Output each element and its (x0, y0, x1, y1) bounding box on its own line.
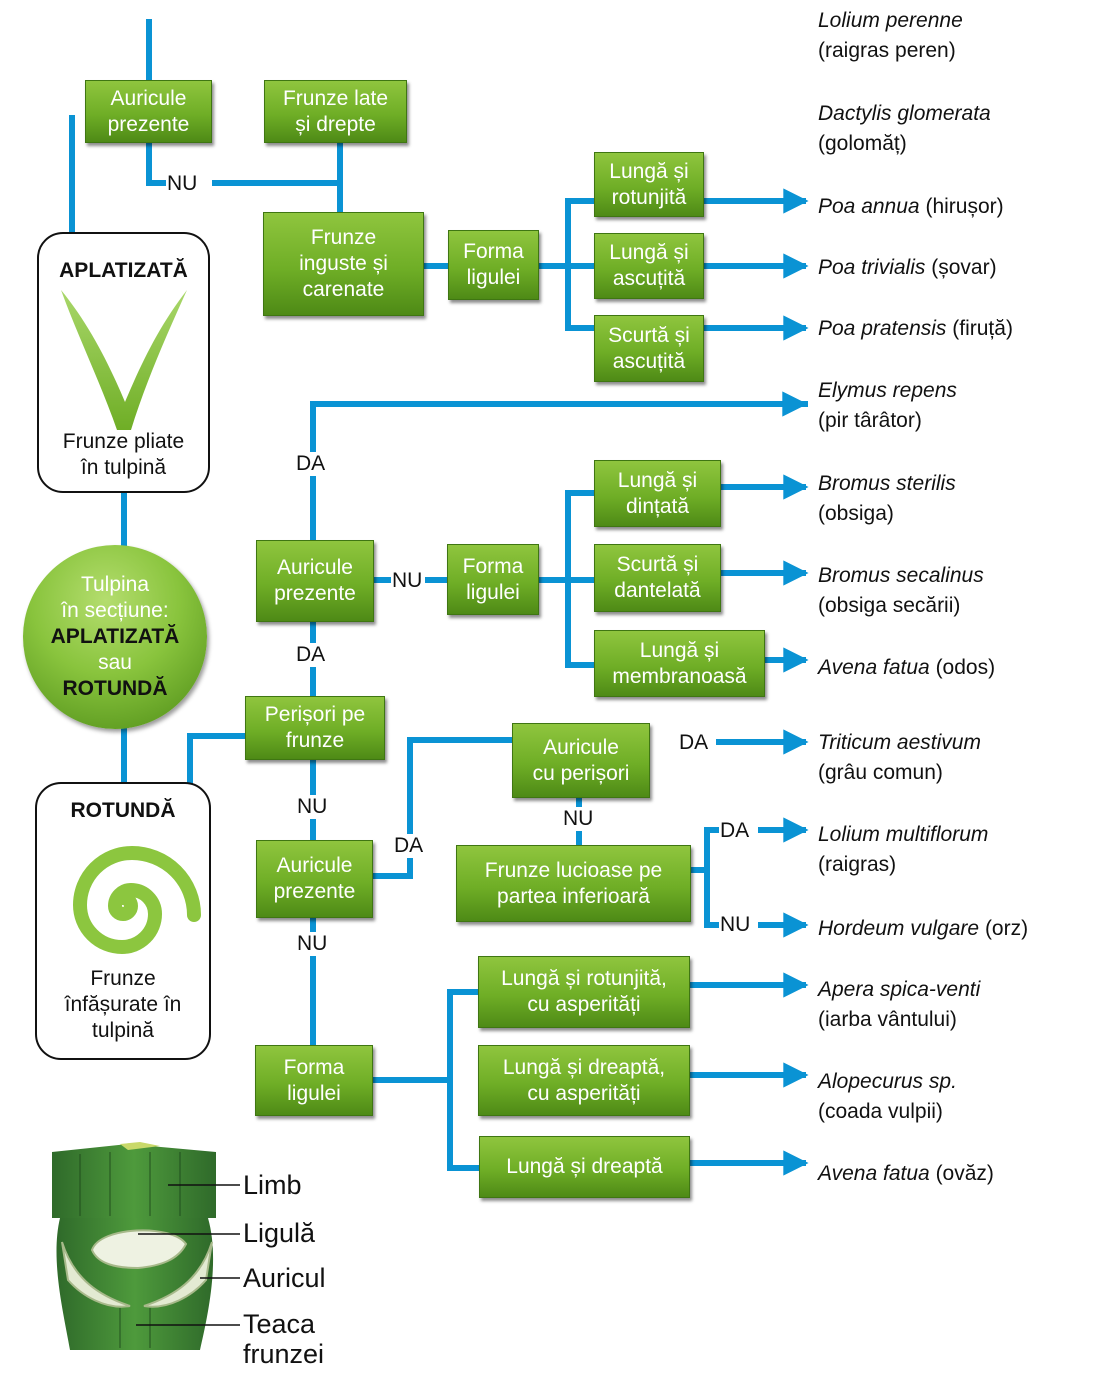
species-dactylis-glomerata: Dactylis glomerata (golomăț) (818, 99, 991, 159)
stem-line-1: Tulpina (80, 573, 150, 596)
species-poa-annua: Poa annua (hirușor) (818, 192, 1004, 222)
auricul-label: Auricul (243, 1263, 326, 1293)
species-common-name: (orz) (984, 917, 1029, 940)
teaca-frunzei-label: Teaca frunzei (243, 1309, 325, 1369)
folded-leaf-icon (61, 290, 187, 430)
nu-label: NU (391, 569, 424, 593)
da-label: DA (295, 643, 327, 667)
nu-label: NU (296, 795, 329, 819)
species-triticum-aestivum: Triticum aestivum (grâu comun) (818, 728, 981, 788)
flat-stem-caption: Frunze pliate în tulpină (62, 430, 185, 479)
forma-ligulei-box-3: Forma ligulei (255, 1045, 373, 1116)
species-latin-name: Poa trivialis (818, 256, 926, 279)
forma-ligulei-box-2: Forma ligulei (447, 544, 539, 615)
da-label: DA (295, 452, 327, 476)
species-latin-name: Bromus sterilis (818, 472, 956, 495)
species-common-name: (pir târâtor) (818, 409, 922, 432)
species-avena-fatua-ovaz: Avena fatua (ovăz) (818, 1159, 994, 1189)
species-latin-name: Lolium multiflorum (818, 823, 989, 846)
species-common-name: (raigras) (818, 853, 897, 876)
species-common-name: (odos) (935, 656, 996, 679)
frunze-inguste-box: Frunze inguste și carenate (263, 212, 424, 316)
species-common-name: (coada vulpii) (818, 1100, 943, 1123)
species-latin-name: Alopecurus sp. (818, 1070, 957, 1093)
species-lolium-perenne: Lolium perenne (raigras peren) (818, 6, 963, 66)
species-common-name: (obsiga secării) (818, 594, 961, 617)
scurta-dantelata-box: Scurtă și dantelată (594, 544, 721, 612)
species-latin-name: Bromus secalinus (818, 564, 984, 587)
auricule-prezente-box-mid: Auricule prezente (256, 540, 374, 622)
lunga-rotunjita-asperitati-box: Lungă și rotunjită, cu asperități (478, 956, 690, 1028)
species-latin-name: Poa pratensis (818, 317, 947, 340)
species-common-name: (grâu comun) (818, 761, 943, 784)
species-latin-name: Poa annua (818, 195, 920, 218)
nu-label: NU (719, 913, 752, 937)
lunga-dreapta-box: Lungă și dreaptă (479, 1136, 690, 1198)
rolled-leaf-icon (72, 845, 201, 955)
flat-stem-title: APLATIZATĂ (59, 259, 188, 282)
stem-flat-option: APLATIZATĂ (50, 625, 180, 648)
limb-label: Limb (243, 1170, 302, 1200)
species-lolium-multiflorum: Lolium multiflorum (raigras) (818, 820, 988, 880)
round-stem-panel: ROTUNDĂ Frunze înfășurate în tulpină (35, 782, 211, 1060)
lunga-dintata-box: Lungă și dințată (594, 460, 721, 527)
species-common-name: (hirușor) (925, 195, 1004, 218)
species-avena-fatua-odos: Avena fatua (odos) (818, 653, 995, 683)
frunze-lucioase-box: Frunze lucioase pe partea inferioară (456, 845, 691, 922)
species-common-name: (raigras peren) (818, 39, 956, 62)
nu-label: NU (296, 932, 329, 956)
auricule-prezente-box-low: Auricule prezente (256, 840, 373, 918)
species-latin-name: Avena fatua (818, 1162, 930, 1185)
lunga-dreapta-asperitati-box: Lungă și dreaptă, cu asperități (478, 1045, 690, 1116)
species-poa-trivialis: Poa trivialis (șovar) (818, 253, 997, 283)
species-common-name: (ovăz) (935, 1162, 994, 1185)
auricule-cu-perisori-box: Auricule cu perișori (512, 723, 650, 798)
da-label: DA (719, 819, 751, 843)
species-common-name: (firuță) (952, 317, 1013, 340)
species-hordeum-vulgare: Hordeum vulgare (orz) (818, 914, 1028, 944)
frunze-late-box: Frunze late și drepte (264, 80, 407, 143)
nu-label: NU (166, 172, 199, 196)
perisori-pe-frunze-box: Perișori pe frunze (245, 696, 385, 760)
species-latin-name: Dactylis glomerata (818, 102, 991, 125)
species-common-name: (iarba vântului) (818, 1008, 957, 1031)
da-label: DA (678, 731, 710, 755)
species-latin-name: Triticum aestivum (818, 731, 981, 754)
lunga-rotunjita-box: Lungă și rotunjită (594, 152, 704, 217)
lunga-ascutita-box: Lungă și ascuțită (594, 233, 704, 299)
species-bromus-sterilis: Bromus sterilis (obsiga) (818, 469, 956, 529)
species-bromus-secalinus: Bromus secalinus (obsiga secării) (818, 561, 984, 621)
species-elymus-repens: Elymus repens (pir târâtor) (818, 376, 957, 436)
round-stem-caption: Frunze înfășurate în tulpină (64, 967, 182, 1042)
stem-section-circle: Tulpina în secțiune: APLATIZATĂ sau ROTU… (23, 545, 207, 729)
species-latin-name: Elymus repens (818, 379, 957, 402)
flat-stem-panel: APLATIZATĂ Frunze pliate în tulpină (37, 232, 210, 493)
nu-label: NU (562, 807, 595, 831)
round-stem-title: ROTUNDĂ (70, 799, 176, 822)
leaf-anatomy-illustration (52, 1142, 240, 1350)
auricule-prezente-box-top: Auricule prezente (85, 80, 212, 143)
stem-round-option: ROTUNDĂ (62, 677, 168, 700)
da-label: DA (393, 834, 425, 858)
species-latin-name: Lolium perenne (818, 9, 963, 32)
species-latin-name: Apera spica-venti (818, 978, 981, 1001)
species-common-name: (obsiga) (818, 502, 894, 525)
ligula-label: Ligulă (243, 1218, 316, 1248)
species-latin-name: Hordeum vulgare (818, 917, 980, 940)
scurta-ascutita-box: Scurtă și ascuțită (594, 315, 704, 382)
forma-ligulei-box-1: Forma ligulei (448, 230, 539, 300)
species-poa-pratensis: Poa pratensis (firuță) (818, 314, 1013, 344)
stem-or: sau (98, 651, 132, 674)
species-common-name: (șovar) (931, 256, 997, 279)
stem-line-2: în secțiune: (61, 599, 169, 622)
species-alopecurus: Alopecurus sp. (coada vulpii) (818, 1067, 957, 1127)
species-latin-name: Avena fatua (818, 656, 930, 679)
species-apera-spica-venti: Apera spica-venti (iarba vântului) (818, 975, 980, 1035)
lunga-membranoasa-box: Lungă și membranoasă (594, 630, 765, 697)
species-common-name: (golomăț) (818, 132, 907, 155)
